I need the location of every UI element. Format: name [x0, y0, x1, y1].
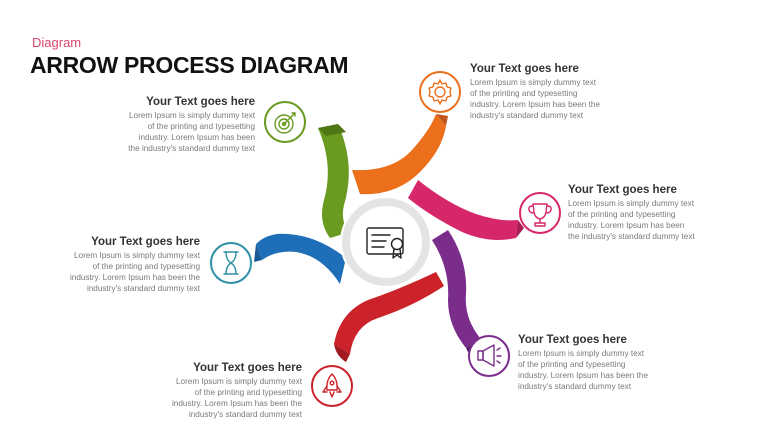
step-body: Lorem Ipsum is simply dummy text of the … — [50, 250, 200, 294]
step-line: Lorem Ipsum is simply dummy text — [175, 377, 302, 386]
target-icon-circle — [264, 101, 306, 143]
step-heading: Your Text goes here — [568, 184, 677, 196]
step-line: Lorem Ipsum is simply dummy text — [470, 78, 597, 87]
step-body: Lorem Ipsum is simply dummy text of the … — [470, 77, 620, 121]
arrow-arm-green — [318, 124, 350, 238]
hourglass-icon-circle — [210, 242, 252, 284]
step-line: the industry's standard dummy text — [568, 232, 695, 241]
rocket-icon-circle — [311, 365, 353, 407]
certificate-icon — [366, 227, 404, 259]
step-line: industry. Lorem Ipsum has been the — [518, 371, 649, 380]
step-line: industry's standard dummy text — [188, 410, 302, 419]
arrow-arm-pink — [408, 180, 524, 240]
step-line: industry. Lorem Ipsum has been the — [171, 399, 302, 408]
step-line: of the printing and typesetting — [518, 360, 626, 369]
step-orange-text: Your Text goes here Lorem Ipsum is simpl… — [470, 63, 620, 121]
step-purple-text: Your Text goes here Lorem Ipsum is simpl… — [518, 334, 668, 392]
step-pink-text: Your Text goes here Lorem Ipsum is simpl… — [568, 184, 718, 242]
step-line: of the printing and typesetting — [92, 262, 200, 271]
center-hub — [340, 196, 432, 288]
step-line: Lorem Ipsum is simply dummy text — [518, 349, 645, 358]
step-line: of the printing and typesetting — [568, 210, 676, 219]
step-line: industry. Lorem Ipsum has been — [138, 133, 255, 142]
rocket-icon — [322, 373, 342, 398]
hourglass-icon — [223, 251, 239, 275]
step-line: industry. Lorem Ipsum has been the — [470, 100, 601, 109]
step-blue-text: Your Text goes here Lorem Ipsum is simpl… — [50, 236, 200, 294]
step-body: Lorem Ipsum is simply dummy text of the … — [568, 198, 718, 242]
trophy-icon — [528, 203, 552, 227]
step-line: Lorem Ipsum is simply dummy text — [128, 111, 255, 120]
step-heading: Your Text goes here — [146, 96, 255, 108]
step-red-text: Your Text goes here Lorem Ipsum is simpl… — [152, 362, 302, 420]
step-line: of the printing and typesetting — [470, 89, 578, 98]
gear-icon — [428, 79, 452, 105]
step-line: industry's standard dummy text — [518, 382, 632, 391]
arrow-arm-red — [334, 272, 444, 362]
step-line: industry's standard dummy text — [86, 284, 200, 293]
step-heading: Your Text goes here — [518, 334, 627, 346]
megaphone-icon-circle — [468, 335, 510, 377]
step-body: Lorem Ipsum is simply dummy text of the … — [518, 348, 668, 392]
arrow-arm-blue — [254, 233, 346, 284]
step-line: Lorem Ipsum is simply dummy text — [73, 251, 200, 260]
trophy-icon-circle — [519, 192, 561, 234]
gear-icon-circle — [419, 71, 461, 113]
diagram-kicker: Diagram — [32, 35, 82, 50]
step-body: Lorem Ipsum is simply dummy text of the … — [105, 110, 255, 154]
target-icon — [274, 112, 296, 134]
step-heading: Your Text goes here — [91, 236, 200, 248]
step-heading: Your Text goes here — [470, 63, 579, 75]
arrow-arm-purple — [432, 230, 484, 356]
step-line: of the printing and typesetting — [194, 388, 302, 397]
megaphone-icon — [477, 344, 502, 367]
step-line: the industry's standard dummy text — [128, 144, 255, 153]
page-title: ARROW PROCESS DIAGRAM — [30, 52, 349, 78]
step-line: Lorem Ipsum is simply dummy text — [568, 199, 695, 208]
step-line: of the printing and typesetting — [147, 122, 255, 131]
step-body: Lorem Ipsum is simply dummy text of the … — [152, 376, 302, 420]
step-line: industry's standard dummy text — [470, 111, 584, 120]
step-green-text: Your Text goes here Lorem Ipsum is simpl… — [105, 96, 255, 154]
step-line: industry. Lorem Ipsum has been the — [69, 273, 200, 282]
arrow-arm-orange — [352, 114, 448, 195]
step-heading: Your Text goes here — [193, 362, 302, 374]
step-line: industry. Lorem Ipsum has been — [568, 221, 685, 230]
